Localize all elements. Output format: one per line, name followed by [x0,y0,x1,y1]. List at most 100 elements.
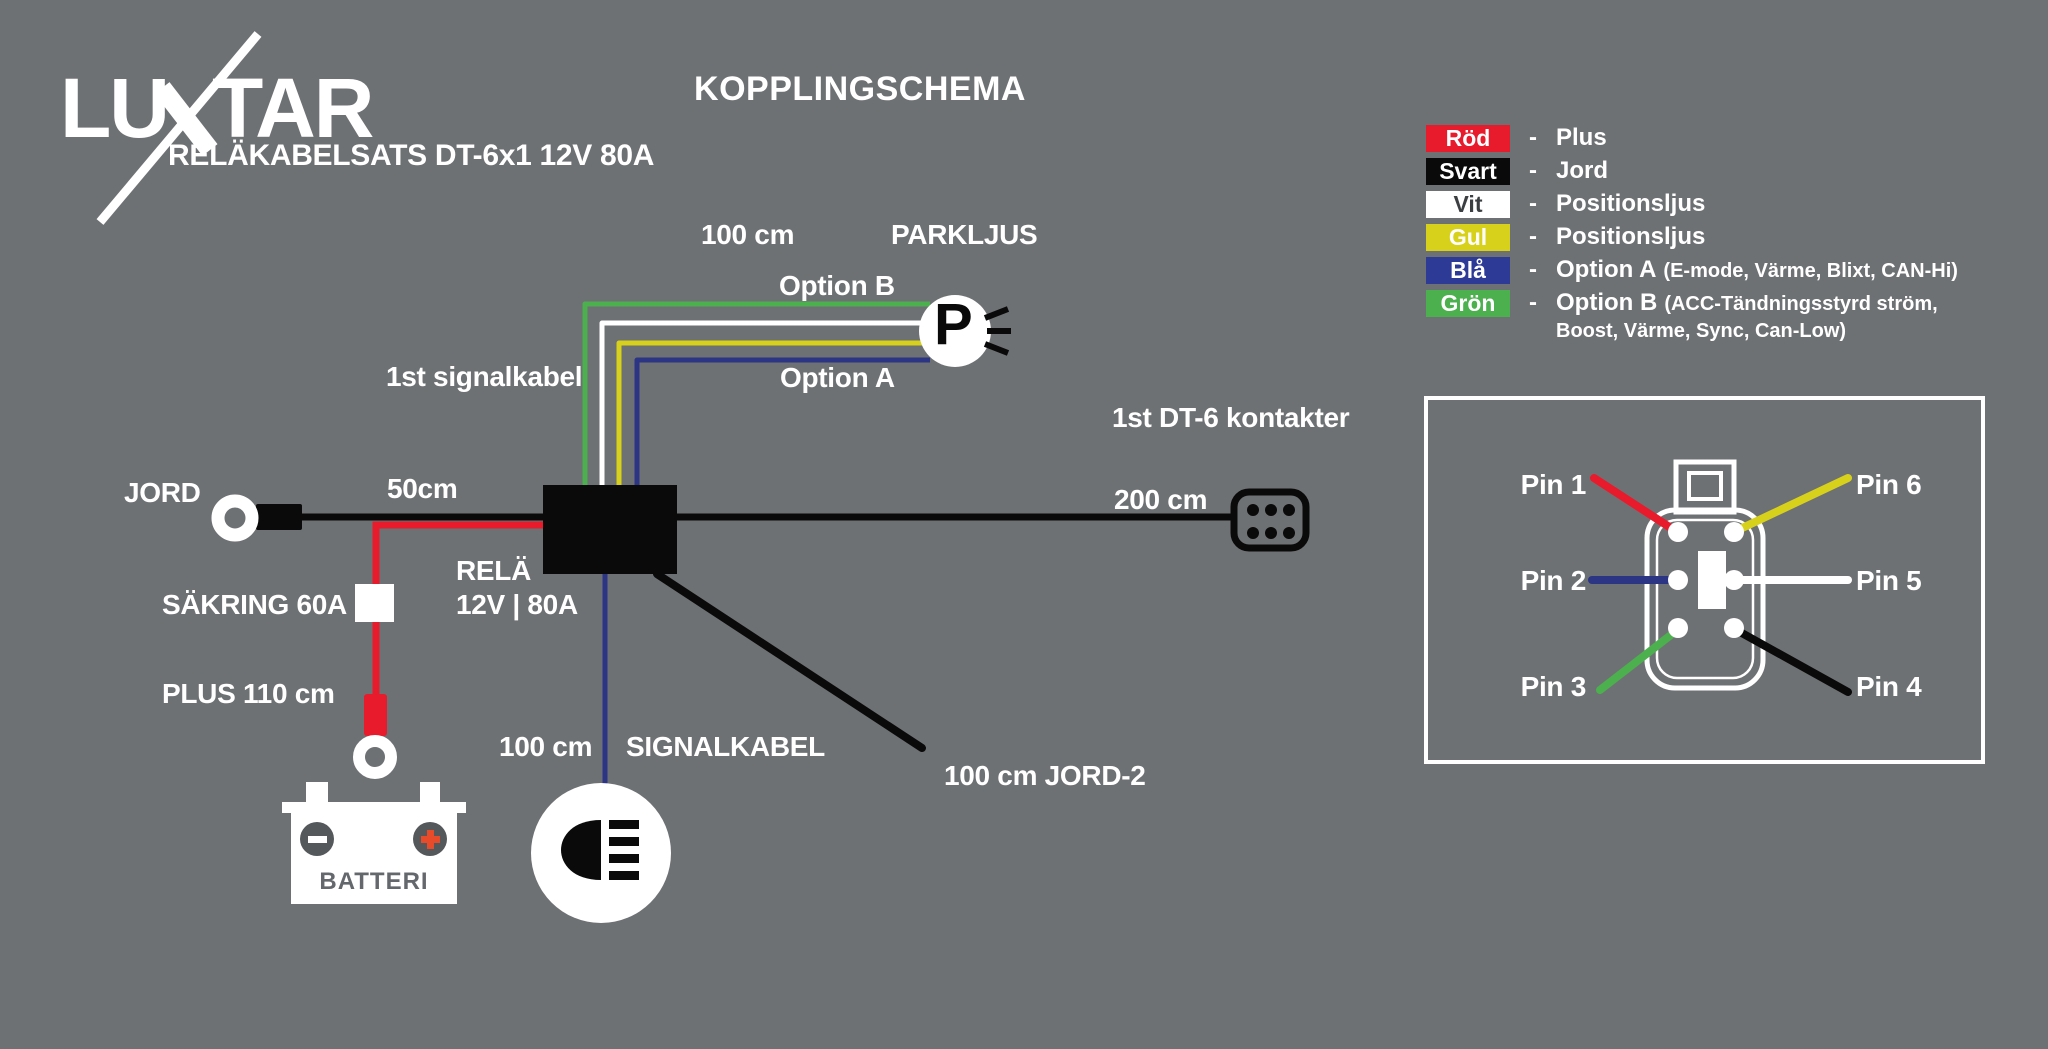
dt6-pin [1283,504,1295,516]
connector-outline-outer [1644,507,1766,691]
legend-dash: - [1529,256,1537,283]
beam-1 [609,820,639,829]
battery-icon [282,782,466,904]
ground2-wire [653,570,926,752]
signal-length-label: 100 cm [499,731,593,762]
relay-label-line1: RELÄ [456,555,532,586]
legend-detail-green-line2: Boost, Värme, Sync, Can-Low) [1556,320,1847,342]
pin-4-label: Pin 4 [1856,671,1922,702]
pin-hole-4 [1724,618,1744,638]
headlight-icon [561,820,639,880]
legend-row-vit: Vit - Positionsljus [1426,190,2006,218]
legend-row-svart: Svart - Jord [1426,157,2006,185]
legend-swatch-white: Vit [1426,190,1510,218]
legend-desc-white: Positionsljus [1556,190,1706,217]
legend-row-gron: Grön - Option B (ACC-Tändningsstyrd strö… [1426,289,2006,317]
pin-hole-5 [1724,570,1744,590]
pin-hole-6 [1724,522,1744,542]
battery-post-left [306,782,328,804]
logo-x-slash-icon [96,31,262,225]
pin6-lead [1734,474,1852,534]
dt6-pin [1265,504,1277,516]
wire-white-position [599,320,930,485]
pin-hole-2 [1668,570,1688,590]
pin-6-label: Pin 6 [1856,469,1922,500]
connector-keyway [1698,551,1726,609]
legend-swatch-green: Grön [1426,289,1510,317]
legend-dash: - [1529,190,1537,217]
legend-dash: - [1529,124,1537,151]
dt6-pin [1283,527,1295,539]
beam-4 [609,871,639,880]
pin-hole-3 [1668,618,1688,638]
dt6-pin [1247,527,1259,539]
dt6-pin [1247,504,1259,516]
parking-light-p-icon: P [934,292,973,357]
first-signal-cable-label: 1st signalkabel [386,361,583,392]
dt6-pin [1265,527,1277,539]
legend-desc-green: Option B [1556,289,1658,316]
pin4-lead [1736,628,1852,696]
legend-dash: - [1529,157,1537,184]
ray-bottom [983,341,1010,356]
legend-swatch-red: Röd [1426,124,1510,152]
legend-dash: - [1529,223,1537,250]
page-title: KOPPLINGSCHEMA [694,70,1026,108]
ground-ring-terminal [211,494,259,542]
legend-detail-green: (ACC-Tändningsstyrd ström, [1664,293,1938,315]
plus-wire-upper [372,521,543,588]
pin-3-label: Pin 3 [1520,671,1587,702]
legend-desc-yellow: Positionsljus [1556,223,1706,250]
relay-label-line2: 12V | 80A [456,589,578,620]
ray-top [983,306,1010,321]
logo-luxtar-right: TAR [212,61,374,155]
fuse-label: SÄKRING 60A [162,589,347,620]
pin-hole-1 [1668,522,1688,542]
headlight-lens [561,820,601,880]
pinout-border [1424,396,1985,764]
beam-2 [609,837,639,846]
legend-swatch-black: Svart [1426,157,1510,185]
legend-desc-black: Jord [1556,157,1609,184]
logo-luxtar-left: LU [60,61,170,155]
pin3-lead [1596,627,1680,694]
length-100cm-top-label: 100 cm [701,219,795,250]
wire-blue-optionA [634,357,930,485]
dt6-connector-icon [1230,488,1310,552]
parking-light-rays-icon [983,306,1011,356]
legend-swatch-yellow: Gul [1426,223,1510,251]
logo-slash [96,31,262,225]
ground2-label: 100 cm JORD-2 [944,760,1146,791]
plus-terminal-sleeve [364,694,387,736]
signal-cable-label: SIGNALKABEL [626,731,825,762]
plus-length-label: PLUS 110 cm [162,678,335,709]
parking-light-label: PARKLJUS [891,219,1038,250]
length-200cm-label: 200 cm [1114,484,1208,515]
pin1-lead [1590,474,1678,534]
plus-icon-v [427,830,434,849]
minus-icon [308,836,327,843]
fuse-box [355,584,394,622]
length-50cm-label: 50cm [387,473,458,504]
connector-outline-inner [1655,518,1755,680]
legend-detail-blue: (E-mode, Värme, Blixt, CAN-Hi) [1663,260,1958,282]
legend-desc-blue: Option A [1556,256,1657,283]
legend-row-rod: Röd - Plus [1426,124,2006,152]
connector-tab-outer [1673,459,1737,515]
battery-post-right [420,782,440,804]
pin-2-label: Pin 2 [1520,565,1587,596]
ground-terminal-sleeve [256,504,302,530]
battery-label: BATTERI [319,868,429,895]
dt6-connector-label: 1st DT-6 kontakter [1112,402,1350,433]
product-subtitle: RELÄKABELSATS DT-6x1 12V 80A [168,139,655,172]
pinout-box [1424,396,1985,764]
relay-box [543,485,677,574]
connector-tab-inner [1687,471,1723,501]
beam-3 [609,854,639,863]
ground-label: JORD [124,477,201,508]
pin-5-label: Pin 5 [1856,565,1922,596]
option-a-label: Option A [780,362,895,393]
legend-desc-red: Plus [1556,124,1607,151]
color-legend: Röd - Plus Svart - Jord Vit - Positionsl… [1426,124,2006,343]
